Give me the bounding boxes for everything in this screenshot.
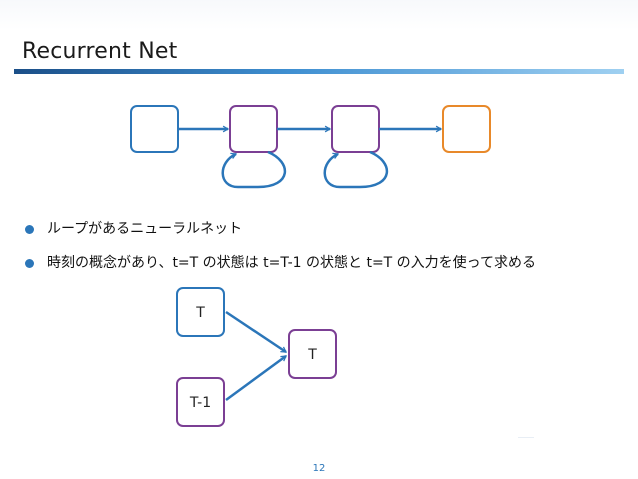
bullet-text: ループがあるニューラルネット [47, 221, 243, 237]
state-node-t [288, 329, 337, 379]
slide-title: Recurrent Net [22, 39, 178, 64]
bullet-text: 時刻の概念があり、t=T の状態は t=T-1 の状態と t=T の入力を使って… [47, 255, 536, 271]
faint-mark [518, 437, 534, 438]
self-loop-hidden-1 [221, 150, 286, 189]
top-band [0, 0, 638, 30]
bullet-dot-icon [25, 225, 34, 234]
state-node-t-minus-1 [176, 377, 225, 427]
bullet-item: ループがあるニューラルネット [22, 219, 536, 253]
self-loop-hidden-2 [323, 150, 388, 189]
arrow-input-t-to-state-t [225, 310, 288, 354]
bullet-dot-icon [25, 259, 34, 268]
hidden-node-1 [229, 105, 278, 153]
page-number: 12 [312, 463, 326, 474]
bullet-item: 時刻の概念があり、t=T の状態は t=T-1 の状態と t=T の入力を使って… [22, 253, 536, 287]
title-underline [14, 69, 624, 74]
hidden-node-2 [331, 105, 380, 153]
input-node [130, 105, 179, 153]
input-node-t [176, 287, 225, 337]
input-node-t-label: T [195, 305, 205, 321]
output-node [442, 105, 491, 153]
state-node-t-label: T [307, 347, 317, 363]
bullet-list: ループがあるニューラルネット 時刻の概念があり、t=T の状態は t=T-1 の… [22, 219, 536, 287]
arrow-state-prev-to-state-t [225, 354, 288, 402]
state-node-t-minus-1-label: T-1 [189, 395, 211, 411]
